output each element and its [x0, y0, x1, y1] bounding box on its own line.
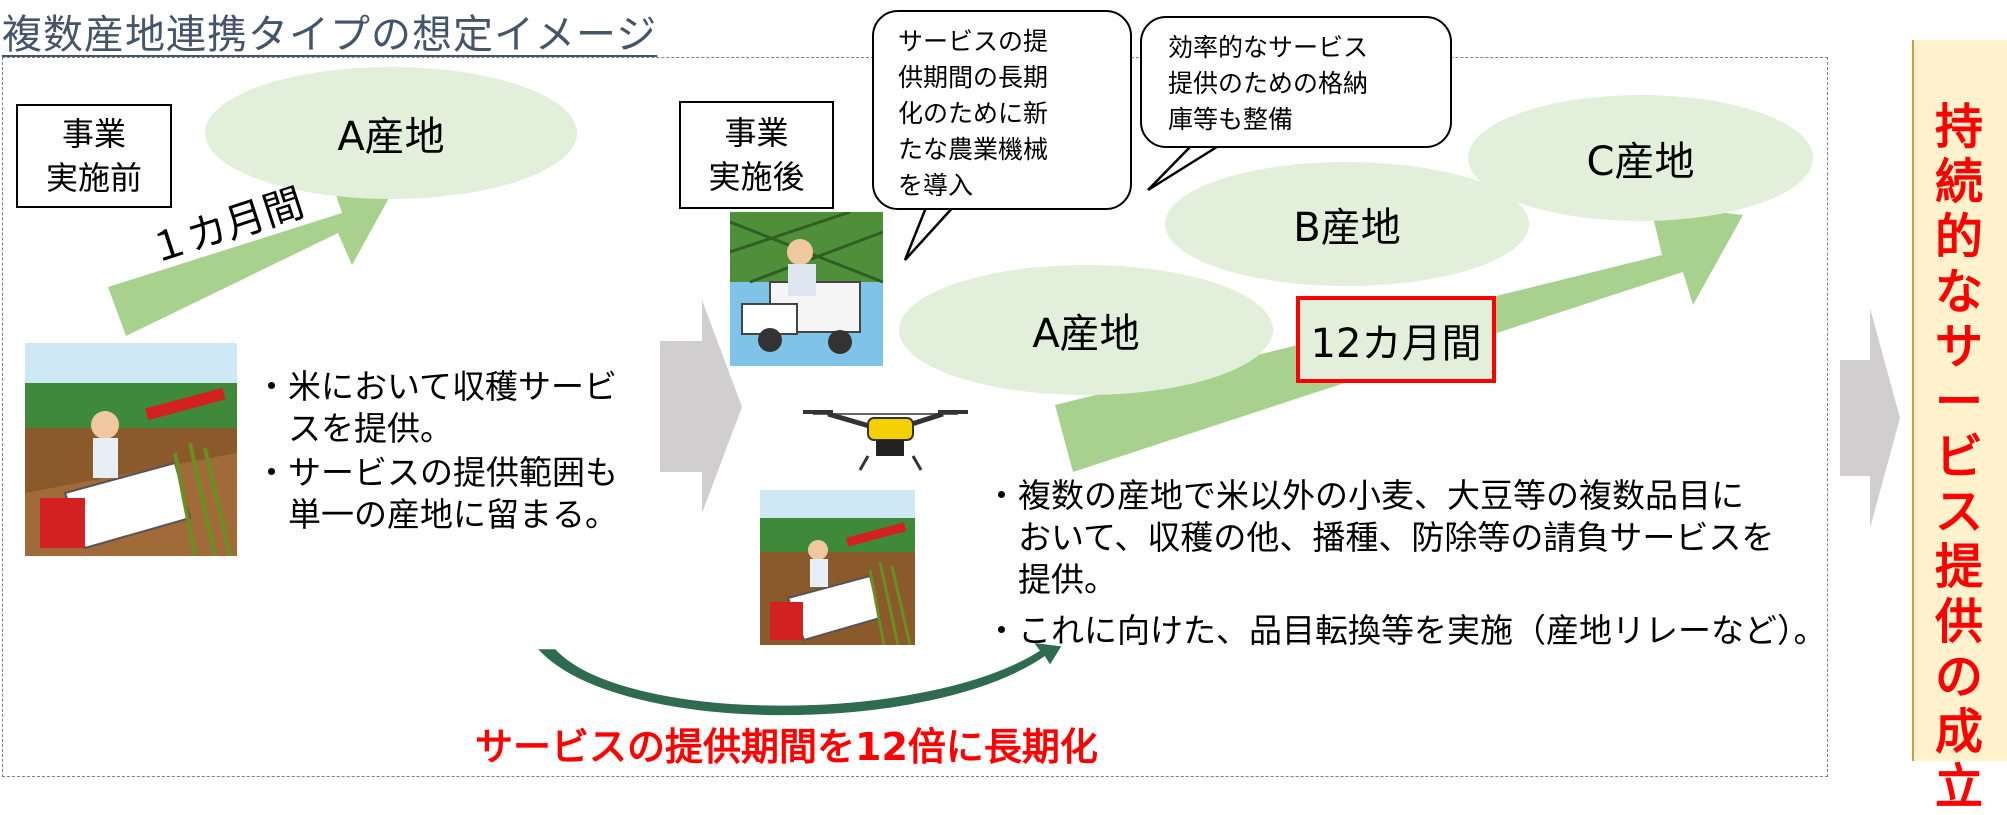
- bubble-storage-text: 効率的なサービス 提供のための格納 庫等も整備: [1168, 33, 1369, 134]
- rice-planter-icon: [730, 212, 883, 366]
- after-region-a: A産地: [899, 265, 1273, 395]
- after-bullet-1: ・複数の産地で米以外の小麦、大豆等の複数品目に おいて、収穫の他、播種、防除等の…: [985, 476, 1775, 599]
- after-duration-label: 12カ月間: [1310, 320, 1482, 367]
- transition-arrow: [660, 300, 742, 513]
- conclusion-text: 持続的なサービス提供の成立: [1934, 99, 1983, 815]
- after-duration-box: 12カ月間: [1296, 296, 1496, 383]
- before-label-box: 事業 実施前: [16, 104, 172, 208]
- before-duration-arrow: [108, 171, 400, 336]
- after-region-b: B産地: [1165, 162, 1529, 286]
- extension-label: サービスの提供期間を12倍に長期化: [475, 725, 1098, 769]
- after-region-b-label: B産地: [1293, 205, 1401, 251]
- after-region-a-label: A産地: [1032, 311, 1140, 357]
- harvester-illustration-after: [760, 490, 915, 645]
- extension-curve-arrow: [538, 643, 1062, 716]
- page-title: 複数産地連携タイプの想定イメージ: [2, 12, 658, 58]
- after-region-c: C産地: [1468, 95, 1813, 221]
- before-region-a-label: A産地: [337, 114, 445, 160]
- bubble2-tail: [1147, 143, 1221, 192]
- after-region-c-label: C産地: [1586, 139, 1695, 185]
- agricultural-drone-icon: [803, 410, 968, 471]
- before-bullet-2: ・サービスの提供範囲も 単一の産地に留まる。: [255, 453, 618, 534]
- conclusion-panel: [1912, 40, 2007, 761]
- bubble-machinery-text: サービスの提 供期間の長期 化のために新 たな農業機械 を導入: [898, 27, 1049, 200]
- before-bullet-1: ・米において収穫サービ スを提供。: [255, 367, 618, 448]
- combine-harvester-icon: [760, 490, 915, 645]
- before-region-a: A産地: [205, 67, 577, 199]
- after-label-box: 事業 実施後: [679, 101, 834, 209]
- drone-illustration: [798, 392, 973, 472]
- conclusion-arrow: [1840, 308, 1900, 528]
- harvester-illustration-before: [25, 343, 237, 556]
- speech-bubble-machinery: サービスの提 供期間の長期 化のために新 たな農業機械 を導入: [872, 10, 1132, 210]
- rice-planter-illustration: [730, 212, 883, 366]
- speech-bubble-storage: 効率的なサービス 提供のための格納 庫等も整備: [1140, 16, 1452, 148]
- bubble1-tail: [903, 204, 956, 261]
- after-bullet-2: ・これに向けた、品目転換等を実施（産地リレーなど）。: [985, 611, 1827, 650]
- combine-harvester-icon: [25, 343, 237, 556]
